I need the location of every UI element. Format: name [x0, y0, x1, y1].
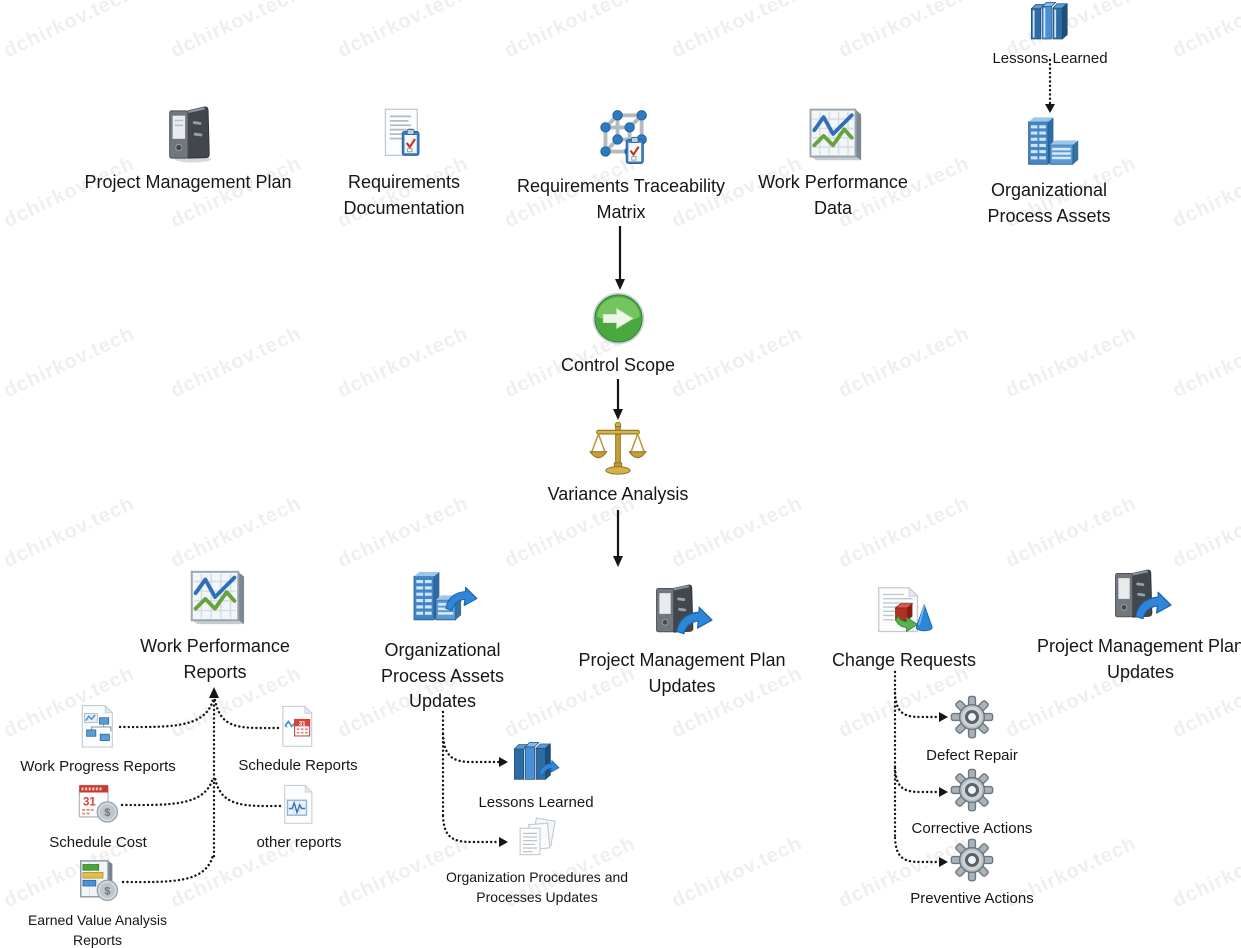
node-label: Variance Analysis	[547, 484, 689, 504]
node-schedule-reports: 31 Schedule Reports	[213, 705, 383, 776]
node-work-performance-data: Work Performance Data	[748, 104, 918, 221]
gear-icon	[950, 768, 994, 812]
node-defect-repair: Defect Repair	[892, 695, 1052, 766]
connector-opa-updates-tree	[441, 710, 508, 847]
binder-update-icon	[1108, 566, 1174, 628]
books-icon	[1027, 0, 1073, 42]
node-label: Corrective Actions	[911, 820, 1033, 837]
performance-chart-icon	[803, 104, 863, 164]
books-update-icon	[510, 738, 562, 786]
node-requirements-documentation: Requirements Documentation	[304, 106, 504, 221]
node-earned-value-analysis-reports: $ Earned Value Analysis Reports	[10, 858, 185, 948]
report-document-icon	[281, 784, 317, 826]
buildings-icon	[1018, 114, 1080, 172]
performance-chart-icon	[184, 566, 246, 628]
node-label: Work Performance Data	[758, 172, 908, 218]
node-work-progress-reports: Work Progress Reports	[3, 704, 193, 777]
schedule-document-icon: 31	[278, 705, 318, 749]
node-label: Requirements Documentation	[343, 172, 465, 218]
svg-text:$: $	[104, 807, 110, 819]
node-label: Defect Repair	[926, 747, 1018, 764]
node-work-performance-reports: Work Performance Reports	[115, 566, 315, 685]
node-organization-procedures-updates: Organization Procedures and Processes Up…	[444, 816, 630, 908]
connector-rtm-to-control-scope	[615, 226, 625, 290]
node-preventive-actions: Preventive Actions	[882, 838, 1062, 909]
node-label: Schedule Cost	[49, 834, 147, 851]
document-checklist-icon	[381, 106, 427, 164]
node-project-management-plan: Project Management Plan	[83, 104, 293, 196]
svg-text:31: 31	[83, 796, 96, 808]
node-label: Earned Value Analysis Reports	[27, 912, 168, 948]
connector-variance-to-outputs	[613, 510, 623, 567]
node-lessons-learned-source: Lessons Learned	[965, 0, 1135, 69]
node-label: Control Scope	[560, 355, 676, 375]
gantt-cost-icon: $	[75, 858, 121, 904]
node-label: Project Management Plan Updates	[578, 650, 786, 696]
calendar-cost-icon: 31 $	[75, 782, 121, 826]
node-label: Lessons Learned	[992, 50, 1108, 67]
svg-text:31: 31	[299, 720, 306, 727]
node-label: Lessons Learned	[478, 794, 594, 811]
node-label: Requirements Traceability Matrix	[516, 176, 726, 222]
documents-stack-icon	[515, 816, 559, 861]
node-other-reports: other reports	[224, 784, 374, 853]
node-organizational-process-assets: Organizational Process Assets	[959, 114, 1139, 229]
node-lessons-learned-output: Lessons Learned	[451, 738, 621, 813]
binder-icon	[161, 104, 215, 164]
node-variance-analysis: Variance Analysis	[518, 420, 718, 508]
node-label: other reports	[256, 834, 342, 851]
change-request-icon	[872, 584, 936, 642]
gear-icon	[950, 838, 994, 882]
node-label: Organizational Process Assets Updates	[380, 640, 505, 712]
balance-scales-icon	[588, 420, 648, 476]
node-label: Work Performance Reports	[140, 636, 290, 682]
flowchart-document-icon	[78, 704, 118, 750]
node-organizational-process-assets-updates: Organizational Process Assets Updates	[355, 566, 530, 715]
connector-control-scope-to-variance	[613, 379, 623, 420]
node-label: Work Progress Reports	[20, 758, 176, 775]
node-project-management-plan-updates-right: Project Management Plan Updates	[1033, 566, 1241, 685]
svg-text:$: $	[104, 886, 110, 898]
buildings-update-icon	[405, 566, 481, 632]
traceability-cube-icon	[590, 104, 652, 168]
node-label: Schedule Reports	[238, 757, 358, 774]
gear-icon	[950, 695, 994, 739]
node-requirements-traceability-matrix: Requirements Traceability Matrix	[511, 104, 731, 225]
node-label: Organization Procedures and Processes Up…	[445, 869, 629, 906]
green-arrow-circle-icon	[590, 290, 647, 347]
node-label: Project Management Plan Updates	[1036, 636, 1241, 682]
node-control-scope: Control Scope	[528, 290, 708, 379]
connector-change-requests-tree	[893, 670, 948, 867]
connector-lessons-to-opa	[1045, 58, 1055, 113]
binder-update-icon	[649, 582, 715, 642]
connector-work-performance-reports-tree	[118, 687, 282, 884]
node-label: Organizational Process Assets	[987, 180, 1111, 226]
node-label: Project Management Plan	[84, 172, 292, 192]
node-schedule-cost: 31 $ Schedule Cost	[18, 782, 178, 853]
node-corrective-actions: Corrective Actions	[882, 768, 1062, 839]
node-label: Preventive Actions	[910, 890, 1034, 907]
node-label: Change Requests	[831, 650, 977, 670]
node-project-management-plan-updates-center: Project Management Plan Updates	[577, 582, 787, 699]
node-change-requests: Change Requests	[789, 584, 1019, 674]
